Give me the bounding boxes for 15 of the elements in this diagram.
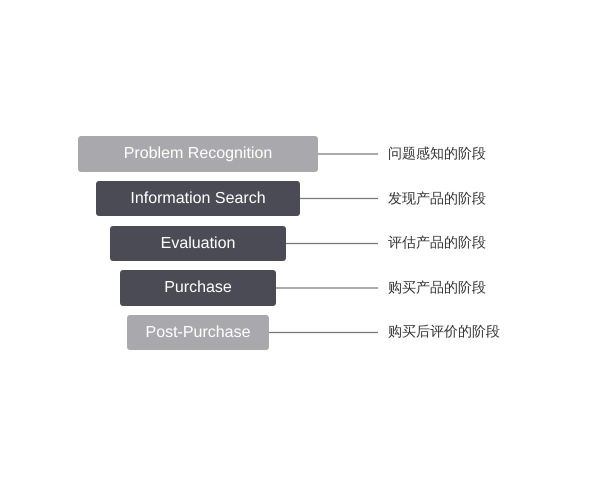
connector-line (318, 153, 378, 155)
stage-box: Problem Recognition (78, 136, 318, 172)
stage-description: 评估产品的阶段 (388, 233, 518, 253)
connector-line (286, 242, 378, 244)
connector-line (300, 198, 378, 200)
stage-box: Evaluation (110, 226, 286, 261)
stage-box: Information Search (96, 181, 300, 216)
stage-description: 问题感知的阶段 (388, 144, 518, 164)
stage-description: 发现产品的阶段 (388, 189, 518, 209)
stage-box: Post-Purchase (127, 315, 269, 350)
stage-description: 购买后评价的阶段 (388, 322, 518, 342)
stage-box: Purchase (120, 270, 276, 306)
stage-description: 购买产品的阶段 (388, 278, 518, 298)
connector-line (269, 332, 378, 334)
connector-line (276, 287, 378, 289)
